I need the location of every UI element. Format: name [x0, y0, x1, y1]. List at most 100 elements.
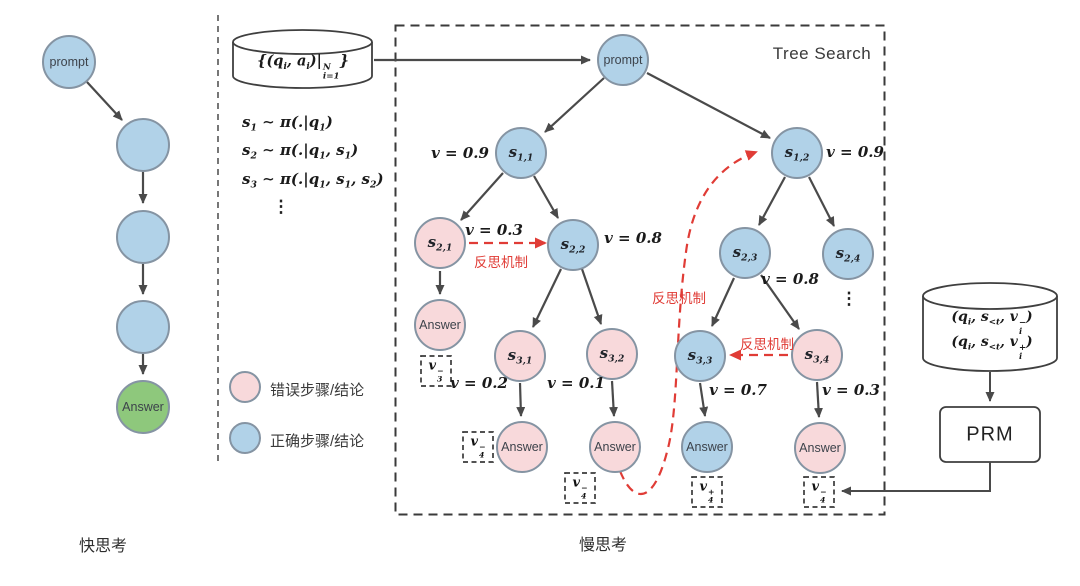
fast-prompt-node: prompt: [42, 35, 96, 89]
tree-edge: [758, 176, 786, 226]
tree-edge: [813, 381, 823, 418]
value-label-s31: v = 0.2: [450, 374, 508, 392]
reflection-label-1: 反思机制: [474, 255, 528, 270]
node-label: s3,3: [687, 345, 713, 367]
tree-edge: [516, 382, 526, 417]
tree-node-s31: s3,1: [494, 330, 546, 382]
tree-edge: [808, 176, 835, 227]
prm-data-line-negative: (qi, s<t, v−i): [951, 308, 1033, 336]
fast-answer-label: Answer: [122, 400, 164, 414]
value-label-s12: v = 0.9: [826, 143, 884, 161]
tree-node-s11: s1,1: [495, 127, 547, 179]
answer-label: Answer: [501, 440, 543, 454]
dataset-cylinder: [232, 29, 373, 89]
fast-answer-node: Answer: [116, 380, 170, 434]
node-label: s1,1: [508, 142, 534, 164]
value-box-v3-minus: [420, 355, 452, 387]
legend-wrong-swatch: [229, 371, 261, 403]
node-label: s2,3: [732, 242, 758, 264]
node-label: s2,4: [835, 243, 861, 265]
answer-label: Answer: [594, 440, 636, 454]
value-box-text-v4-minus-c: v−4: [811, 479, 827, 505]
tree-edge: [760, 274, 800, 330]
tree-node-s23: s2,3: [719, 227, 771, 279]
node-label: s3,1: [507, 345, 533, 367]
fast-step-node-3: [116, 300, 170, 354]
tree-answer-node-s33: Answer: [681, 421, 733, 473]
value-label-s33: v = 0.7: [709, 381, 767, 399]
tree-prompt-label: prompt: [603, 53, 643, 67]
value-label-s22: v = 0.8: [604, 229, 662, 247]
value-box-v4-minus-a: [462, 431, 494, 463]
node-label: s2,1: [427, 232, 453, 254]
value-label-s23: v = 0.8: [761, 270, 819, 288]
sampling-equation-1: s1 ∼ π(.|q1): [242, 113, 333, 134]
fast-chain-edges: [86, 81, 148, 375]
value-label-s34: v = 0.3: [822, 381, 880, 399]
node-label: s3,4: [804, 344, 830, 366]
chain-edge: [86, 81, 123, 121]
tree-edge: [532, 268, 562, 328]
prm-label: PRM: [966, 423, 1014, 446]
tree-edge: [533, 175, 559, 219]
tree-edges: [435, 72, 835, 418]
value-box-text-v3-minus: v−3: [428, 358, 444, 384]
fast-thinking-caption: 快思考: [78, 538, 128, 555]
tree-edge: [580, 268, 603, 325]
node-label: s3,2: [599, 343, 625, 365]
tree-node-s21: s2,1: [414, 217, 466, 269]
tree-answer-node-s32: Answer: [589, 421, 641, 473]
value-box-v4-minus-c: [803, 476, 835, 508]
tree-node-s24: s2,4: [822, 228, 874, 280]
reflection-curve-answer-s12: [618, 150, 758, 496]
value-label-s32: v = 0.1: [547, 374, 605, 392]
tree-edge: [544, 77, 605, 133]
tree-search-box: [394, 24, 886, 516]
value-box-text-v4-minus-b: v−4: [572, 475, 588, 501]
tree-answer-node-s34: Answer: [794, 422, 846, 474]
value-box-v4-minus-b: [564, 472, 596, 504]
value-box-text-v4-minus-a: v−4: [470, 434, 486, 460]
value-boxes: [420, 355, 835, 508]
fast-step-node-1: [116, 118, 170, 172]
legend-wrong-label: 错误步骤/结论: [270, 382, 365, 399]
tree-node-s12: s1,2: [771, 127, 823, 179]
tree-edge: [608, 380, 618, 417]
tree-node-s33: s3,3: [674, 330, 726, 382]
tree-edge: [698, 382, 709, 417]
tree-prompt-node: prompt: [597, 34, 649, 86]
slow-thinking-caption: 慢思考: [578, 537, 628, 554]
legend-correct-label: 正确步骤/结论: [270, 433, 365, 450]
tree-node-s22: s2,2: [547, 219, 599, 271]
tree-node-s34: s3,4: [791, 329, 843, 381]
tree-edge: [711, 277, 735, 327]
answer-label: Answer: [799, 441, 841, 455]
fast-prompt-label: prompt: [49, 55, 89, 69]
value-box-text-v4-plus: v+4: [699, 479, 715, 505]
tree-ellipsis: ⋮: [840, 289, 858, 309]
reflection-arrows: [469, 150, 788, 496]
reflection-label-2: 反思机制: [740, 337, 794, 352]
tree-search-title: Tree Search: [772, 44, 872, 63]
prm-to-tree-arrow: [841, 462, 991, 496]
answer-label: Answer: [686, 440, 728, 454]
prm-data-line-positive: (qi, s<t, v+i): [951, 333, 1033, 361]
node-label: s1,2: [784, 142, 810, 164]
legend-correct-swatch: [229, 422, 261, 454]
tree-edge: [460, 172, 504, 221]
tree-answer-node-s31: Answer: [496, 421, 548, 473]
node-label: s2,2: [560, 234, 586, 256]
sampling-equation-3: s3 ∼ π(.|q1, s1, s2): [242, 170, 384, 191]
value-box-v4-plus: [691, 476, 723, 508]
equations-ellipsis: ⋮: [272, 197, 290, 217]
fast-step-node-2: [116, 210, 170, 264]
value-label-s11: v = 0.9: [431, 144, 489, 162]
value-label-s21: v = 0.3: [465, 221, 523, 239]
prm-data-cylinder: [922, 282, 1058, 372]
sampling-equation-2: s2 ∼ π(.|q1, s1): [242, 141, 359, 162]
reflection-label-3: 反思机制: [652, 291, 706, 306]
answer-label: Answer: [419, 318, 461, 332]
